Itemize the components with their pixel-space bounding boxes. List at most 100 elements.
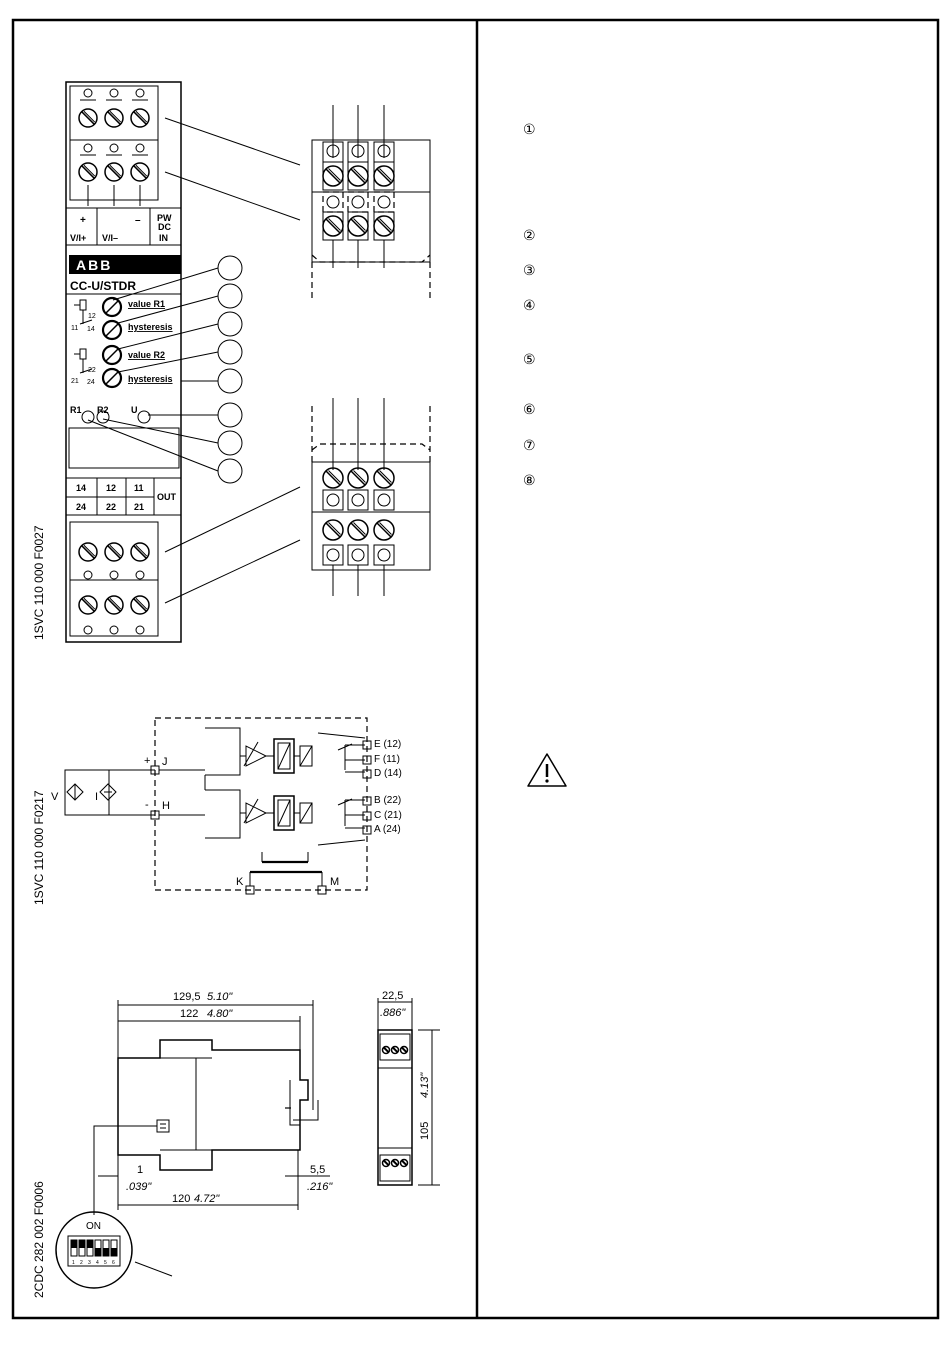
device-front-view: + – PW DC V/I+ V/I– IN ABB CC-U/STDR val… — [65, 81, 182, 643]
dip-switch-5[interactable]: 5 — [102, 1239, 110, 1266]
label-vi-minus: V/I– — [102, 233, 118, 243]
terminal-screw[interactable] — [130, 595, 150, 615]
svg-text:11: 11 — [134, 483, 144, 493]
detail-screw[interactable] — [347, 519, 369, 541]
svg-text:.886": .886" — [380, 1007, 406, 1019]
mini-screw[interactable] — [381, 1045, 391, 1055]
wire-opening — [83, 143, 93, 153]
svg-text:24: 24 — [87, 379, 95, 386]
label-dc: DC — [158, 222, 171, 232]
terminal-detail-top — [311, 105, 431, 298]
svg-text:value R2: value R2 — [128, 350, 165, 360]
label-in: IN — [159, 233, 168, 243]
output-terminal — [362, 811, 372, 821]
svg-text:-: - — [145, 799, 149, 811]
svg-text:12: 12 — [88, 313, 96, 320]
legend-3: ③ — [523, 262, 536, 278]
svg-text:hysteresis: hysteresis — [128, 374, 173, 384]
svg-text:4.80": 4.80" — [207, 1008, 233, 1020]
callout-circle — [217, 430, 243, 456]
detail-screw[interactable] — [373, 467, 395, 489]
svg-text:22: 22 — [88, 367, 96, 374]
detail-screw[interactable] — [322, 215, 344, 237]
dip-switch-4[interactable]: 4 — [94, 1239, 102, 1266]
svg-text:12: 12 — [106, 483, 116, 493]
svg-text:+: + — [144, 755, 150, 767]
detail-screw[interactable] — [373, 165, 395, 187]
wire-opening — [326, 493, 340, 507]
brand-bar — [69, 255, 181, 274]
wire-opening — [351, 548, 365, 562]
terminal-h: H — [162, 800, 170, 812]
potentiometer-hysteresis-r2[interactable]: hysteresis — [101, 367, 173, 389]
detail-screw[interactable] — [322, 519, 344, 541]
channel-chan2 — [240, 795, 313, 831]
terminal-a-24: A (24) — [374, 824, 401, 835]
mini-screw[interactable] — [390, 1158, 400, 1168]
mini-screw[interactable] — [390, 1045, 400, 1055]
svg-text:129,5: 129,5 — [173, 991, 201, 1003]
relay-contact-r1 — [317, 732, 366, 773]
brand-logo: ABB — [76, 257, 112, 273]
potentiometer-value-r2[interactable]: value R2 — [101, 344, 165, 366]
dip-number: 5 — [104, 1260, 107, 1266]
detail-screw[interactable] — [322, 467, 344, 489]
led-label-r1: R1 — [70, 405, 82, 415]
legend-numbers: ① ② ③ ④ ⑤ ⑥ ⑦ ⑧ — [523, 121, 536, 488]
detail-screw[interactable] — [347, 467, 369, 489]
dip-switch-1[interactable]: 1 — [70, 1239, 78, 1266]
svg-text:1: 1 — [137, 1164, 143, 1176]
dip-number: 1 — [72, 1260, 75, 1266]
out-label: OUT — [157, 492, 177, 502]
wire-opening — [83, 88, 93, 98]
dip-on-label: ON — [86, 1221, 101, 1232]
dip-switch-3[interactable]: 3 — [86, 1239, 94, 1266]
terminal-screw[interactable] — [78, 108, 98, 128]
wire-opening — [109, 625, 119, 635]
dip-number: 3 — [88, 1260, 91, 1266]
svg-text:hysteresis: hysteresis — [128, 322, 173, 332]
terminal-d-14: D (14) — [374, 768, 402, 779]
svg-text:.039": .039" — [126, 1181, 152, 1193]
dip-switch-6[interactable]: 6 — [110, 1239, 118, 1266]
figure-id-front: 1SVC 110 000 F0027 — [32, 525, 46, 640]
detail-screw[interactable] — [322, 165, 344, 187]
svg-text:4.13": 4.13" — [419, 1072, 431, 1098]
svg-text:14: 14 — [76, 483, 86, 493]
svg-text:.216": .216" — [307, 1181, 333, 1193]
potentiometer-value-r1[interactable]: value R1 — [101, 296, 165, 318]
wire-opening — [326, 144, 340, 158]
dimension-drawing-front: 22,5 .886" 105 4.13" — [377, 990, 440, 1186]
label-minus: – — [135, 215, 141, 226]
terminal-screw[interactable] — [130, 108, 150, 128]
mini-screw[interactable] — [381, 1158, 391, 1168]
terminal-screw[interactable] — [104, 108, 124, 128]
detail-screw[interactable] — [373, 215, 395, 237]
detail-screw[interactable] — [347, 215, 369, 237]
terminal-detail-bottom — [311, 398, 431, 596]
led-label-u: U — [131, 405, 138, 415]
detail-screw[interactable] — [347, 165, 369, 187]
callout-circle — [217, 368, 243, 394]
terminal-screw[interactable] — [130, 542, 150, 562]
mini-screw[interactable] — [399, 1045, 409, 1055]
terminal-screw[interactable] — [78, 162, 98, 182]
dip-switch-2[interactable]: 2 — [78, 1239, 86, 1266]
wire-opening — [135, 570, 145, 580]
terminal-screw[interactable] — [104, 542, 124, 562]
wire-opening — [377, 548, 391, 562]
terminal-screw[interactable] — [104, 162, 124, 182]
output-terminal — [362, 769, 372, 779]
relay-contact-r2 — [317, 798, 366, 846]
terminal-screw[interactable] — [78, 595, 98, 615]
terminal-screw[interactable] — [130, 162, 150, 182]
terminal-k: K — [236, 876, 244, 888]
terminal-screw[interactable] — [78, 542, 98, 562]
contact-symbol-r2: 22 21 24 — [71, 348, 96, 386]
wire-opening — [109, 570, 119, 580]
terminal-screw[interactable] — [104, 595, 124, 615]
mini-screw[interactable] — [399, 1158, 409, 1168]
detail-screw[interactable] — [373, 519, 395, 541]
potentiometer-hysteresis-r1[interactable]: hysteresis — [101, 319, 173, 341]
